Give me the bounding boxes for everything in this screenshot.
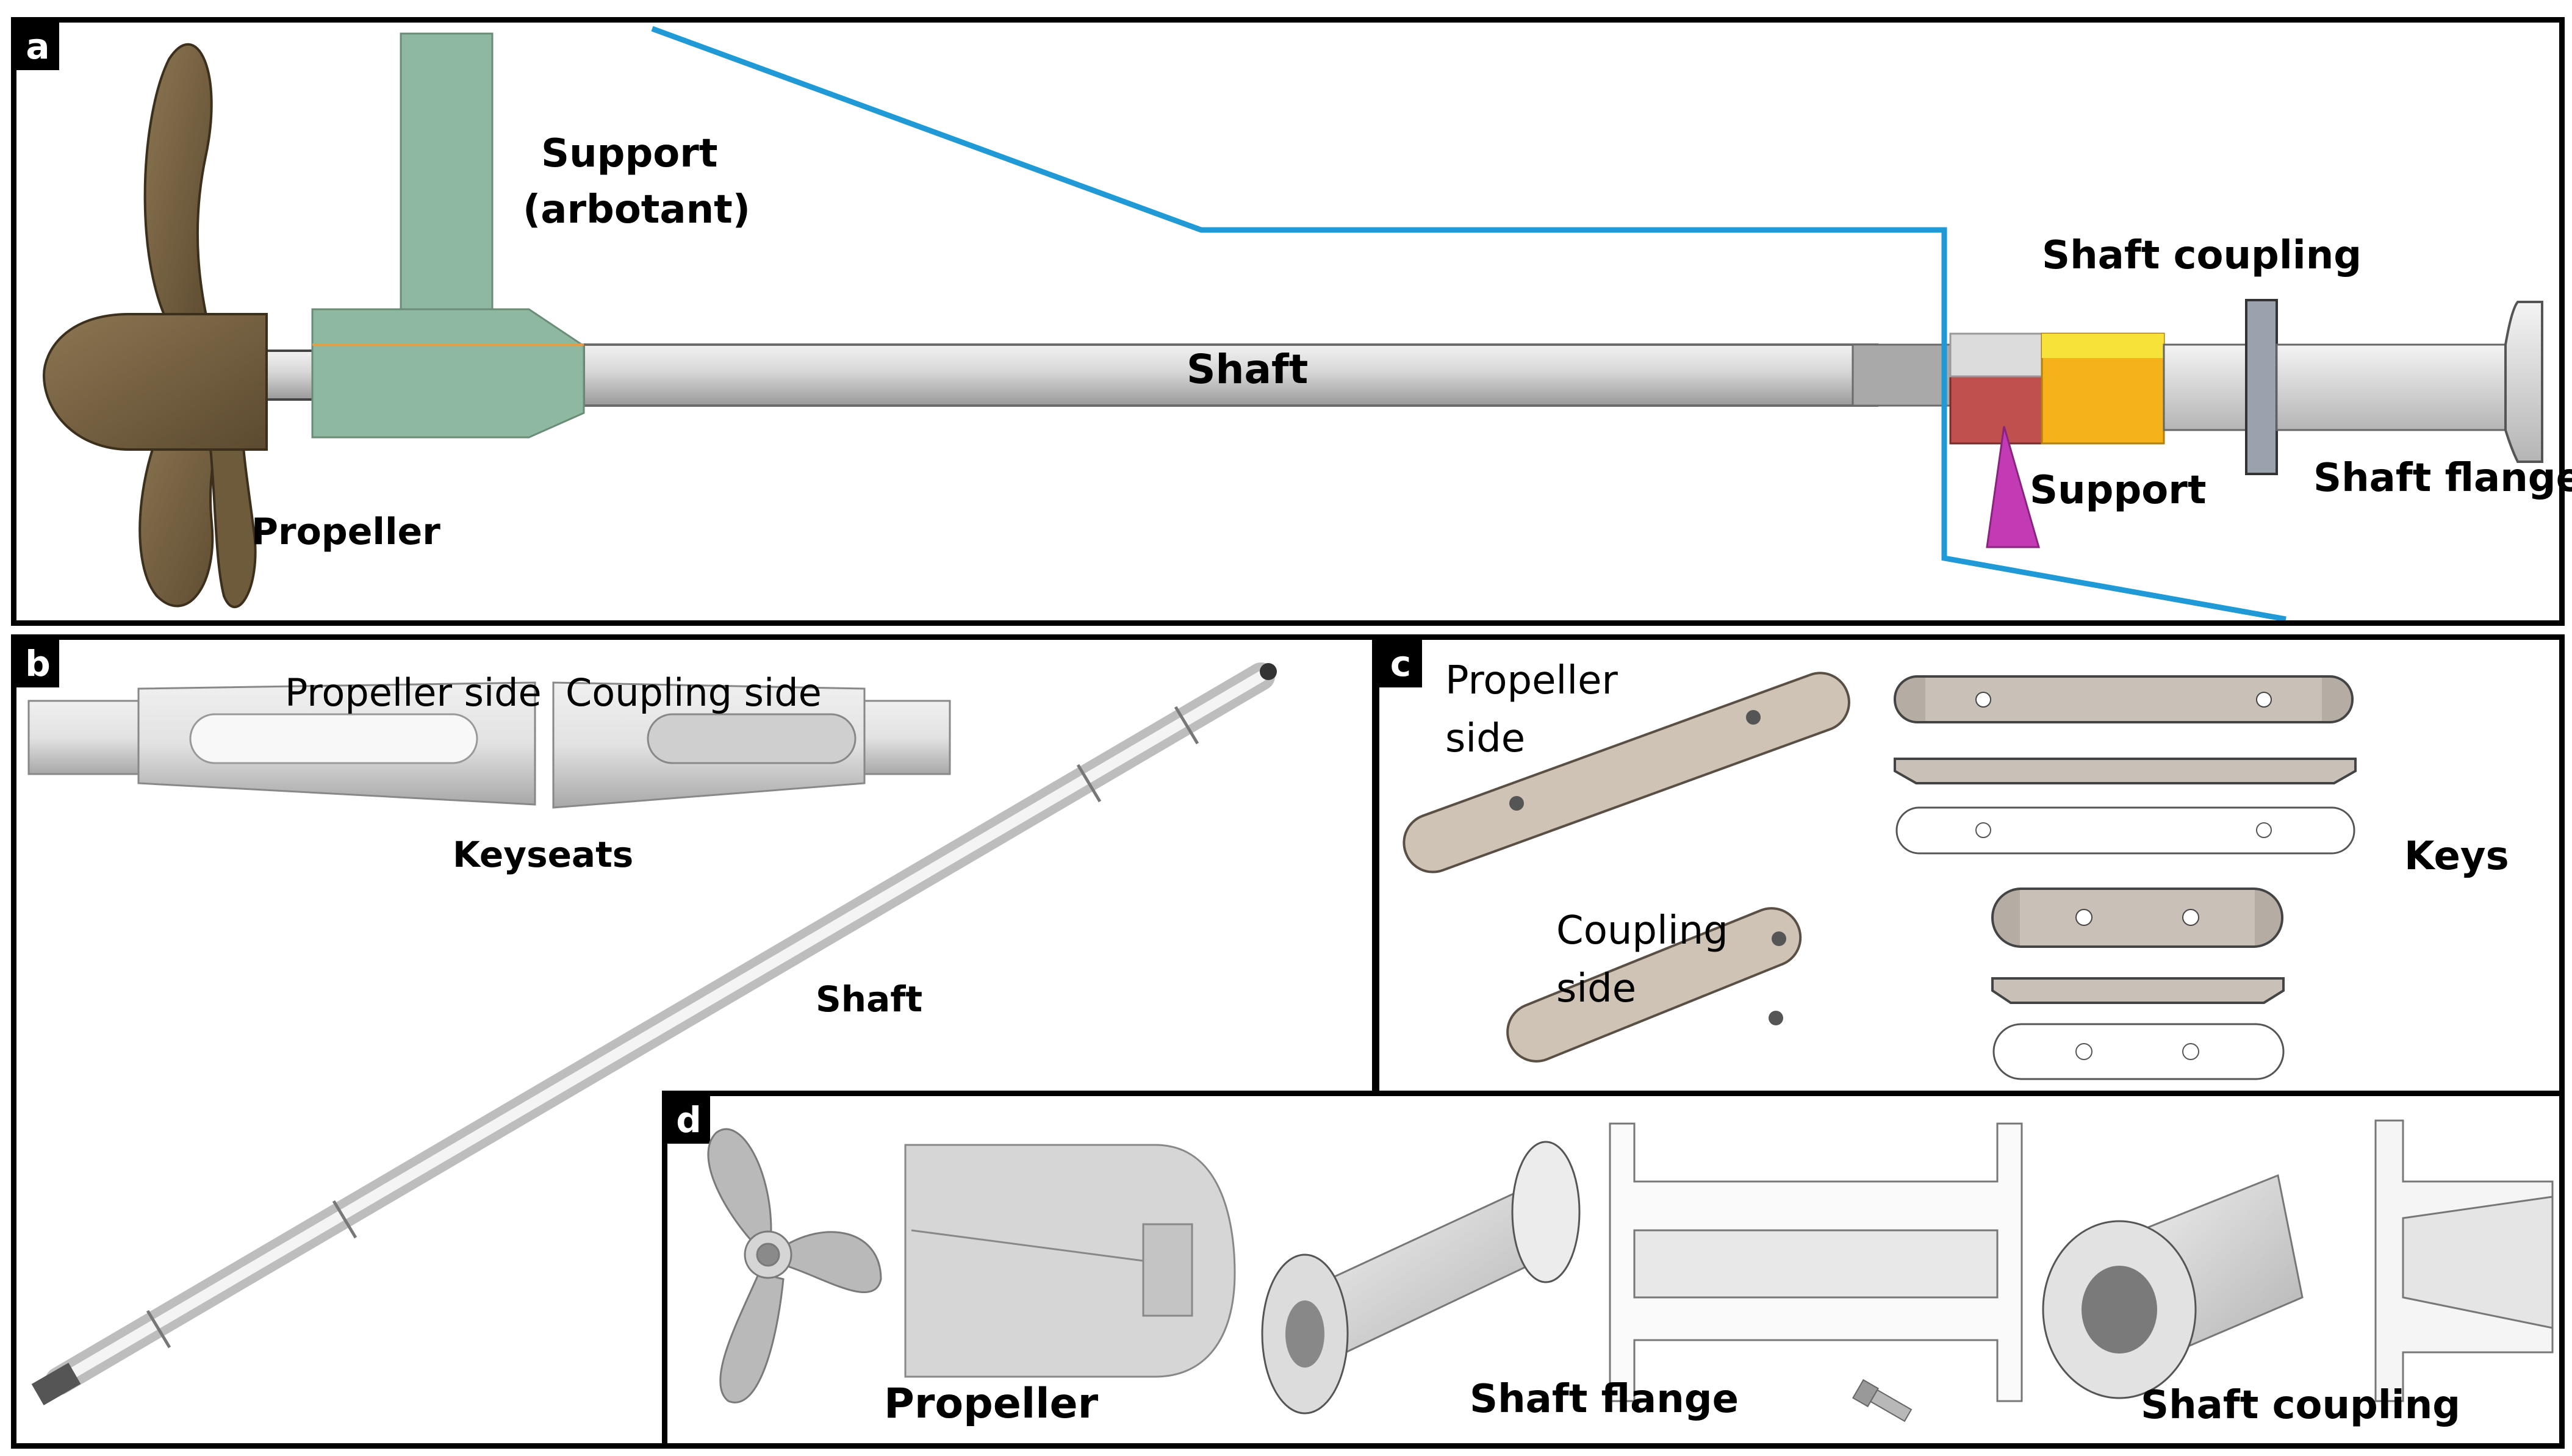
key-coupling-side-view (1991, 977, 2285, 1004)
coupling-yellow-band (2042, 334, 2164, 358)
panel-a: a (11, 17, 2572, 626)
bolt-icon (1852, 1379, 1913, 1422)
keyseat-propeller (189, 713, 478, 764)
panel-tag-c: c (1379, 640, 1422, 687)
label-support-arbotant-2: (arbotant) (523, 187, 750, 232)
shaft-coupling-section (2374, 1119, 2554, 1402)
shaft-ring-3 (332, 1200, 357, 1239)
keyseat-coupling (647, 713, 857, 764)
label-support: Support (2030, 468, 2207, 513)
coupling-grey (2163, 343, 2250, 431)
label-d-shaft-coupling: Shaft coupling (2141, 1383, 2461, 1428)
label-shaft: Shaft (1187, 346, 1309, 393)
propeller-section (904, 1144, 1236, 1378)
shaft-thread-start (31, 1363, 81, 1405)
key-coupling-bottom-view (1992, 1023, 2285, 1080)
zoom-line-top (651, 26, 2286, 620)
key-propeller-side-view (1894, 758, 2357, 784)
label-d-propeller: Propeller (884, 1380, 1099, 1428)
shaft-end-section (1852, 343, 1952, 407)
label-support-arbotant-1: Support (541, 131, 718, 176)
label-c-coupling-1: Coupling (1556, 908, 1728, 953)
key-coupling-3d (1506, 907, 1802, 1063)
panel-d-illustration (707, 1119, 2554, 1422)
panel-a-illustration (42, 26, 2543, 620)
coupling-disk (2245, 299, 2278, 475)
support-cone (1986, 426, 2040, 548)
label-coupling-side: Coupling side (566, 670, 822, 715)
panel-b: b Propeller side Coupling side Keyseats … (11, 634, 1378, 1449)
panel-tag-a: a (16, 23, 59, 70)
panel-b-illustration (27, 662, 1277, 1405)
support-strut (400, 32, 494, 321)
panel-c: c Propeller side Coupling (1374, 634, 2565, 1098)
flange-end (2504, 301, 2543, 463)
coupling-red (1949, 375, 2046, 445)
propeller-hub (42, 313, 268, 451)
label-d-shaft-flange: Shaft flange (1470, 1377, 1739, 1422)
shaft-ring-2 (1076, 764, 1102, 803)
label-keys: Keys (2404, 834, 2509, 879)
shaft-thread-end (1260, 663, 1277, 680)
label-c-propeller-1: Propeller (1445, 658, 1618, 703)
shaft-flange-3d (1261, 1141, 1581, 1415)
label-keyseats: Keyseats (453, 834, 634, 875)
propeller-blade-top (143, 43, 214, 341)
propeller-3d (707, 1128, 882, 1404)
label-shaft-b: Shaft (816, 978, 923, 1020)
shaft-ring-1 (1174, 706, 1199, 745)
label-c-coupling-2: side (1556, 966, 1637, 1011)
shaft-body (583, 343, 1878, 407)
key-propeller-bottom-view (1895, 806, 2355, 855)
support-hub (311, 308, 585, 439)
thread-right (863, 700, 951, 775)
panel-d: d (662, 1091, 2565, 1449)
panel-tag-b: b (16, 640, 59, 687)
flange-pipe (2276, 343, 2522, 431)
label-c-propeller-2: side (1445, 716, 1526, 761)
thread-left (27, 700, 143, 775)
shaft-ring-4 (146, 1310, 171, 1349)
shaft-coupling-3d (2042, 1174, 2304, 1399)
shaft-flange-section (1609, 1122, 2023, 1402)
label-shaft-flange: Shaft flange (2313, 456, 2572, 501)
coupling-red-top (1949, 332, 2046, 378)
panel-c-illustration (1403, 672, 2357, 1080)
label-propeller: Propeller (251, 511, 440, 553)
key-propeller-3d (1403, 672, 1850, 873)
label-propeller-side: Propeller side (285, 670, 542, 715)
label-shaft-coupling: Shaft coupling (2042, 233, 2362, 278)
panel-tag-d: d (667, 1096, 710, 1144)
